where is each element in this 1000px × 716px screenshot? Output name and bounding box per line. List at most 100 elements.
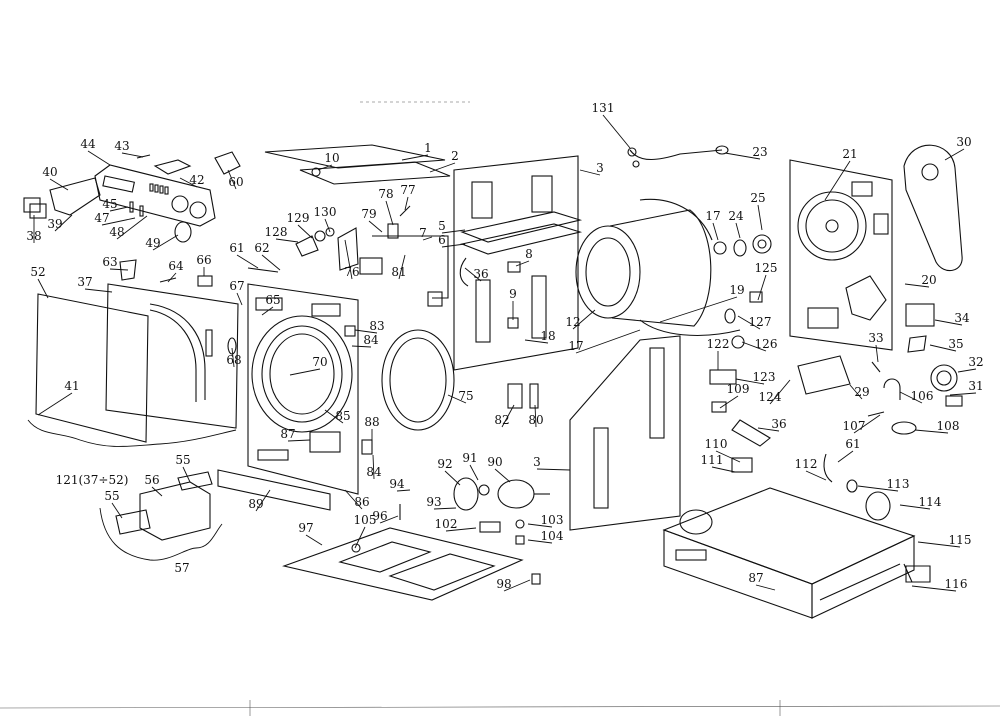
front-door-part [27,283,239,447]
leader-line-p92 [444,470,461,486]
side-panel-part [569,335,681,531]
leader-line-p130 [324,218,331,233]
part-label-p37: 37 [77,275,92,289]
part-label-p41: 41 [64,379,79,393]
leader-line-p67 [236,292,243,306]
leader-line-p29 [849,384,863,400]
part-label-p126: 126 [755,337,778,351]
part-label-p64: 64 [168,259,184,273]
leader-line-p55a [182,466,191,483]
leader-line-p56 [151,486,163,497]
part-label-p65: 65 [265,293,280,307]
part-label-p39: 39 [47,217,62,231]
part-label-p81: 81 [391,265,406,279]
part-label-p93: 93 [426,495,441,509]
part-label-p96: 96 [372,509,387,523]
part-label-p112: 112 [795,457,818,471]
leader-line-p89 [255,489,271,512]
leader-line-p23 [724,152,761,160]
leader-line-p5 [441,229,466,234]
leader-line-p127 [737,315,761,330]
part-label-p19: 19 [729,283,744,297]
base-plate-part [282,527,541,601]
leader-line-p82 [501,404,515,428]
leader-line-p49 [152,234,179,251]
leader-line-p42 [179,177,198,188]
part-label-p77: 77 [400,183,415,197]
part-label-p108: 108 [937,419,960,433]
part-label-p85: 85 [335,409,350,423]
leader-line-p31 [949,392,977,396]
part-label-p129: 129 [287,211,310,225]
part-label-p49: 49 [145,236,160,250]
leader-line-p17b [575,329,641,354]
part-label-p48: 48 [109,225,124,239]
part-label-p92: 92 [437,457,452,471]
part-label-p2: 2 [451,149,459,163]
leader-line-p87b [755,584,776,591]
leader-line-p83 [354,329,378,334]
leader-line-p93 [433,507,457,510]
leader-line-p3b [536,468,571,471]
leader-line-p77 [404,196,409,211]
part-label-p38: 38 [26,229,41,243]
leader-line-p68 [231,347,235,368]
leader-line-p40 [49,178,69,191]
leader-line-p70 [289,368,321,376]
leader-line-p2 [429,162,456,173]
leader-line-p91 [469,464,479,481]
part-label-p106: 106 [911,389,934,403]
part-label-p90: 90 [487,455,502,469]
leader-line-p112 [805,470,827,481]
heater-bracket-part [295,205,449,307]
part-label-p87a: 87 [280,427,295,441]
part-label-p63: 63 [102,255,117,269]
leader-line-p36a [464,267,482,282]
part-label-p105: 105 [354,513,377,527]
leader-line-p32 [957,368,977,373]
part-label-p55a: 55 [175,453,190,467]
leader-line-p7 [422,236,433,241]
leader-line-p110 [715,450,741,463]
part-label-p116: 116 [945,577,968,591]
leader-line-p55b [111,502,123,519]
part-label-p57: 57 [174,561,189,575]
part-label-p83: 83 [369,319,384,333]
leader-line-p17a [712,222,719,241]
leader-line-p62 [261,254,281,271]
part-label-p36a: 36 [473,267,488,281]
part-label-p34: 34 [954,311,970,325]
part-label-p76: 76 [344,265,359,279]
leader-line-p61a [236,254,259,269]
leader-line-p108 [914,429,949,434]
bearing-parts [724,234,772,349]
leader-line-p25 [757,204,763,231]
leader-line-p36b [757,427,780,432]
part-label-p102: 102 [435,517,458,531]
top-cover-part [264,144,451,185]
part-label-p125: 125 [755,261,778,275]
leader-line-p107 [853,414,881,434]
leader-line-p44 [87,150,111,166]
leader-line-p61b [837,450,854,463]
part-label-p45: 45 [102,197,117,211]
leader-line-p65 [261,306,274,316]
leader-line-p126 [741,341,767,352]
part-label-p18: 18 [540,329,555,343]
part-label-p86: 86 [354,495,369,509]
leader-line-p129 [297,224,313,239]
door-seal-part [381,329,455,431]
leader-line-p21 [824,160,851,201]
part-label-p32: 32 [968,355,983,369]
part-label-p24: 24 [728,209,744,223]
leader-line-p81 [398,254,406,280]
part-label-p3a: 3 [596,161,604,175]
leader-line-p109 [719,395,739,409]
part-label-p103: 103 [541,513,564,527]
part-label-p20: 20 [921,273,936,287]
leader-line-p52 [37,278,49,299]
leader-line-p64 [167,272,177,283]
part-label-p61a: 61 [229,241,244,255]
leader-line-p87a [287,439,311,442]
